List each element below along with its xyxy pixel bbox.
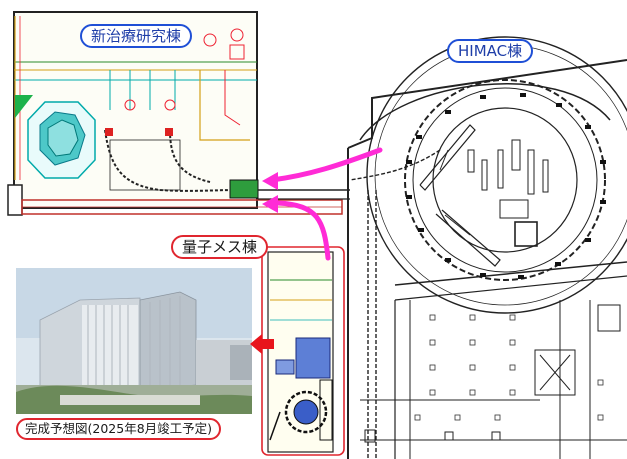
beam-arrows [269, 147, 383, 261]
beam-arrowheads [262, 172, 278, 213]
ryoshi-mes-floorplan [261, 246, 345, 456]
ryoshi-mes-label: 量子メス棟 [171, 235, 269, 259]
rendering-caption: 完成予想図(2025年8月竣工予定) [16, 418, 222, 440]
himac-label: HIMAC棟 [447, 39, 534, 63]
building-rendering [16, 268, 252, 414]
ring-magnets [406, 93, 606, 279]
himac-floorplan [347, 36, 627, 459]
pointer-arrow [250, 334, 274, 354]
column-grid [414, 314, 604, 421]
shin-chiryo-label: 新治療研究棟 [80, 24, 193, 48]
transport-line [349, 149, 441, 459]
